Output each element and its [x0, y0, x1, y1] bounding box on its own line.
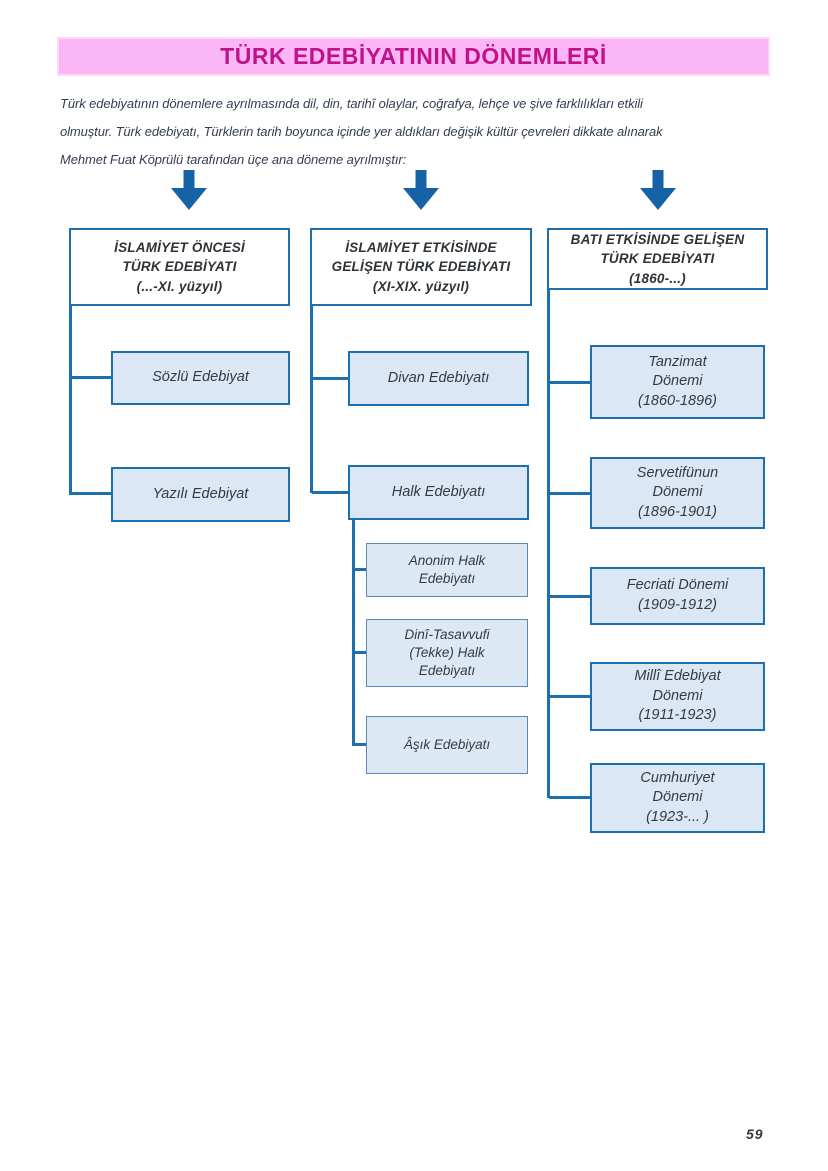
- connector-line: [547, 290, 550, 798]
- connector-line: [354, 568, 366, 571]
- page-title-banner: TÜRK EDEBİYATININ DÖNEMLERİ: [57, 37, 770, 76]
- down-arrow-icon: [403, 170, 439, 210]
- connector-line: [71, 492, 111, 495]
- down-arrow-icon: [171, 170, 207, 210]
- subchild-box-asik-edebiyati: Âşık Edebiyatı: [366, 716, 528, 774]
- child-box-tanzimat-donemi: Tanzimat Dönemi (1860-1896): [590, 345, 765, 419]
- connector-line: [312, 491, 348, 494]
- child-box-milli-edebiyat-donemi: Millî Edebiyat Dönemi (1911-1923): [590, 662, 765, 731]
- page-number: 59: [746, 1126, 764, 1142]
- child-box-fecriati-donemi: Fecriati Dönemi (1909-1912): [590, 567, 765, 625]
- connector-line: [549, 796, 590, 799]
- connector-line: [549, 381, 590, 384]
- connector-line: [312, 377, 348, 380]
- child-box-sozlu-edebiyat: Sözlü Edebiyat: [111, 351, 290, 405]
- period-box-islamiyet-etkisinde: İSLAMİYET ETKİSİNDE GELİŞEN TÜRK EDEBİYA…: [310, 228, 532, 306]
- child-box-servetifunun-donemi: Servetifünun Dönemi (1896-1901): [590, 457, 765, 529]
- connector-line: [549, 492, 590, 495]
- connector-line: [71, 376, 111, 379]
- child-box-halk-edebiyati: Halk Edebiyatı: [348, 465, 529, 520]
- child-box-cumhuriyet-donemi: Cumhuriyet Dönemi (1923-... ): [590, 763, 765, 833]
- period-box-bati-etkisinde: BATI ETKİSİNDE GELİŞEN TÜRK EDEBİYATI (1…: [547, 228, 768, 290]
- subchild-box-dini-tasavvufi: Dinî-Tasavvufi (Tekke) Halk Edebiyatı: [366, 619, 528, 687]
- child-box-yazili-edebiyat: Yazılı Edebiyat: [111, 467, 290, 522]
- connector-line: [549, 695, 590, 698]
- connector-line: [354, 743, 366, 746]
- connector-line: [69, 306, 72, 495]
- connector-line: [354, 651, 366, 654]
- subchild-box-anonim-halk: Anonim Halk Edebiyatı: [366, 543, 528, 597]
- connector-line: [549, 595, 590, 598]
- connector-line: [310, 306, 313, 493]
- down-arrow-icon: [640, 170, 676, 210]
- connector-line: [352, 520, 355, 746]
- period-box-islamiyet-oncesi: İSLAMİYET ÖNCESİ TÜRK EDEBİYATI (...-XI.…: [69, 228, 290, 306]
- child-box-divan-edebiyati: Divan Edebiyatı: [348, 351, 529, 406]
- intro-paragraph: Türk edebiyatının dönemlere ayrılmasında…: [60, 96, 663, 167]
- page-title: TÜRK EDEBİYATININ DÖNEMLERİ: [220, 43, 607, 69]
